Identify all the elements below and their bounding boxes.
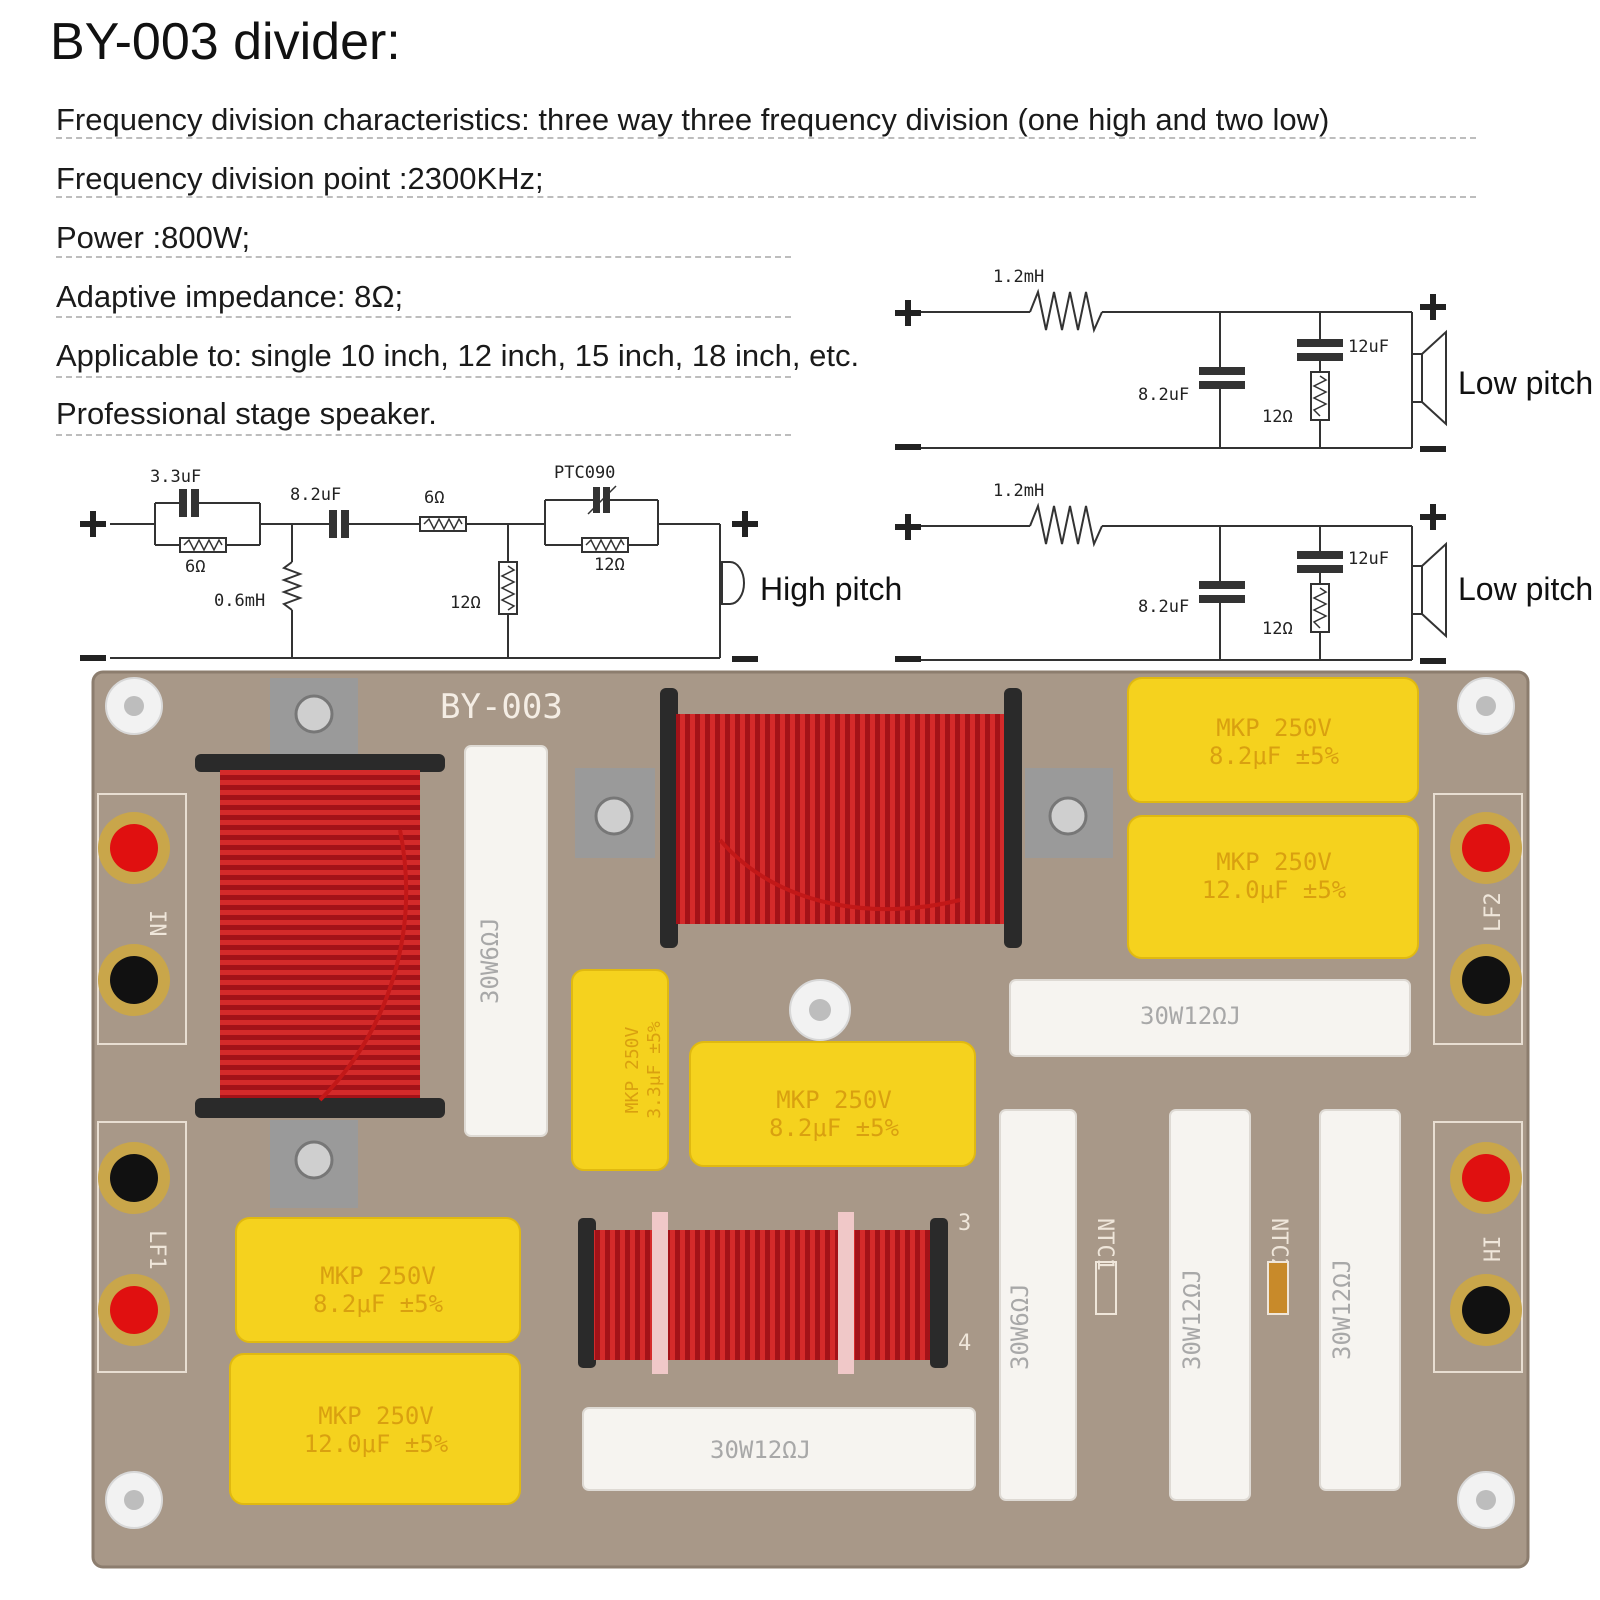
- schematics: 1.2mH 8.2uF 12uF 12Ω Low pitch 1.2mH 8.2…: [80, 267, 1593, 664]
- inductor-coil-horizontal: [575, 688, 1113, 948]
- terminal-black-lf2: [1450, 944, 1522, 1016]
- label-r1: 12Ω: [1262, 619, 1293, 639]
- output-label-low-1: Low pitch: [1458, 365, 1593, 401]
- divider-line: [56, 256, 791, 258]
- output-label-high: High pitch: [760, 571, 902, 607]
- resistor-label: 30W12ΩJ: [1178, 1269, 1206, 1370]
- cable-tie: [652, 1212, 668, 1374]
- inductor-coil-small: [578, 1212, 948, 1374]
- resistor-label: 30W6ΩJ: [1006, 1283, 1034, 1370]
- cap-label-line1: MKP 250V: [622, 1026, 643, 1113]
- cap-label-line2: 8.2μF ±5%: [769, 1114, 900, 1142]
- inductor-1-2mh: [1029, 502, 1103, 548]
- divider-line: [56, 376, 791, 378]
- label-r1: 6Ω: [185, 557, 205, 577]
- cap-label-line1: MKP 250V: [776, 1086, 892, 1114]
- inductor-1-2mh: [1029, 288, 1103, 334]
- terminal-black-lf1: [98, 1142, 170, 1214]
- terminal-red-hi: [1450, 1142, 1522, 1214]
- label-c1: 8.2uF: [1138, 597, 1189, 617]
- terminal-red-lf2: [1450, 812, 1522, 884]
- label-c2: 12uF: [1348, 337, 1389, 357]
- cap-label-line2: 3.3μF ±5%: [644, 1021, 665, 1119]
- capacitor-8-2uf: [1199, 581, 1245, 589]
- page-title: BY-003 divider:: [50, 13, 401, 71]
- silk-in: IN: [144, 910, 169, 937]
- cap-label-line1: MKP 250V: [318, 1402, 434, 1430]
- capacitor-12uf: [1297, 339, 1343, 347]
- label-l1: 0.6mH: [214, 591, 265, 611]
- label-c2: 8.2uF: [290, 485, 341, 505]
- output-label-low-2: Low pitch: [1458, 571, 1593, 607]
- silk-lf1: LF1: [144, 1230, 169, 1270]
- silk-lf2: LF2: [1481, 892, 1506, 932]
- high-pitch-circuit: [110, 485, 745, 659]
- capacitor-3-3uf: [179, 489, 187, 517]
- cap-label-line1: MKP 250V: [320, 1262, 436, 1290]
- cap-label-line2: 8.2μF ±5%: [313, 1290, 444, 1318]
- ntc2-pad: [1267, 1261, 1289, 1315]
- label-c1: 8.2uF: [1138, 385, 1189, 405]
- capacitor-8-2uf: [1199, 367, 1245, 375]
- spec-professional: Professional stage speaker.: [56, 396, 437, 431]
- capacitor-12uf: [1297, 551, 1343, 559]
- label-r4: 12Ω: [594, 555, 625, 575]
- cap-label-line1: MKP 250V: [1216, 714, 1332, 742]
- divider-line: [56, 196, 1476, 198]
- inductor-coil-vertical: [195, 678, 445, 1208]
- board-model: BY-003: [440, 687, 563, 727]
- label-r1: 12Ω: [1262, 407, 1293, 427]
- terminal-black-in: [98, 944, 170, 1016]
- ntc1-pad: [1095, 1261, 1117, 1315]
- resistor-label: 30W12ΩJ: [1328, 1259, 1356, 1360]
- resistor-label: 30W12ΩJ: [710, 1436, 811, 1464]
- label-r3: 12Ω: [450, 593, 481, 613]
- speaker-low-2: [1411, 565, 1423, 615]
- tweeter-symbol: [721, 561, 745, 605]
- spec-applicable: Applicable to: single 10 inch, 12 inch, …: [56, 338, 860, 373]
- resistor-12ohm: [1310, 583, 1330, 633]
- terminal-red-lf1: [98, 1274, 170, 1346]
- silk-pin3: 3: [958, 1211, 971, 1236]
- label-ptc: PTC090: [554, 463, 615, 483]
- cap-label-line2: 8.2μF ±5%: [1209, 742, 1340, 770]
- resistor-label: 30W12ΩJ: [1140, 1002, 1241, 1030]
- divider-line: [56, 434, 791, 436]
- low-pitch-circuit-1: [913, 288, 1447, 449]
- label-c1: 3.3uF: [150, 467, 201, 487]
- speaker-low-1: [1411, 353, 1423, 403]
- spec-division-point: Frequency division point :2300KHz;: [56, 161, 544, 196]
- label-l1: 1.2mH: [993, 481, 1044, 501]
- silk-pin4: 4: [958, 1331, 971, 1356]
- low-pitch-circuit-2: [913, 502, 1447, 661]
- inductor-0-6mh: [281, 561, 303, 611]
- terminal-red-in: [98, 812, 170, 884]
- cable-tie: [838, 1212, 854, 1374]
- cap-label-line1: MKP 250V: [1216, 848, 1332, 876]
- resistor-block: [464, 745, 1411, 1501]
- label-r2: 6Ω: [424, 488, 444, 508]
- terminal-black-hi: [1450, 1274, 1522, 1346]
- spec-power: Power :800W;: [56, 220, 251, 255]
- ptc090: [593, 487, 600, 513]
- capacitor-8-2uf: [329, 510, 337, 538]
- divider-line: [56, 137, 1476, 139]
- spec-characteristics: Frequency division characteristics: thre…: [56, 102, 1330, 137]
- divider-line: [56, 316, 791, 318]
- cap-label-line2: 12.0μF ±5%: [304, 1430, 449, 1458]
- resistor-12ohm: [1310, 371, 1330, 421]
- silk-hi: HI: [1481, 1236, 1506, 1263]
- label-l1: 1.2mH: [993, 267, 1044, 287]
- crossover-board: IN LF1 LF2 HI NTC1 NTC2 3 4 BY-003: [91, 670, 1530, 1569]
- capacitor-mkp: [229, 677, 1419, 1505]
- resistor-label: 30W6ΩJ: [476, 917, 504, 1004]
- spec-impedance: Adaptive impedance: 8Ω;: [56, 279, 404, 314]
- cap-label-line2: 12.0μF ±5%: [1202, 876, 1347, 904]
- label-c2: 12uF: [1348, 549, 1389, 569]
